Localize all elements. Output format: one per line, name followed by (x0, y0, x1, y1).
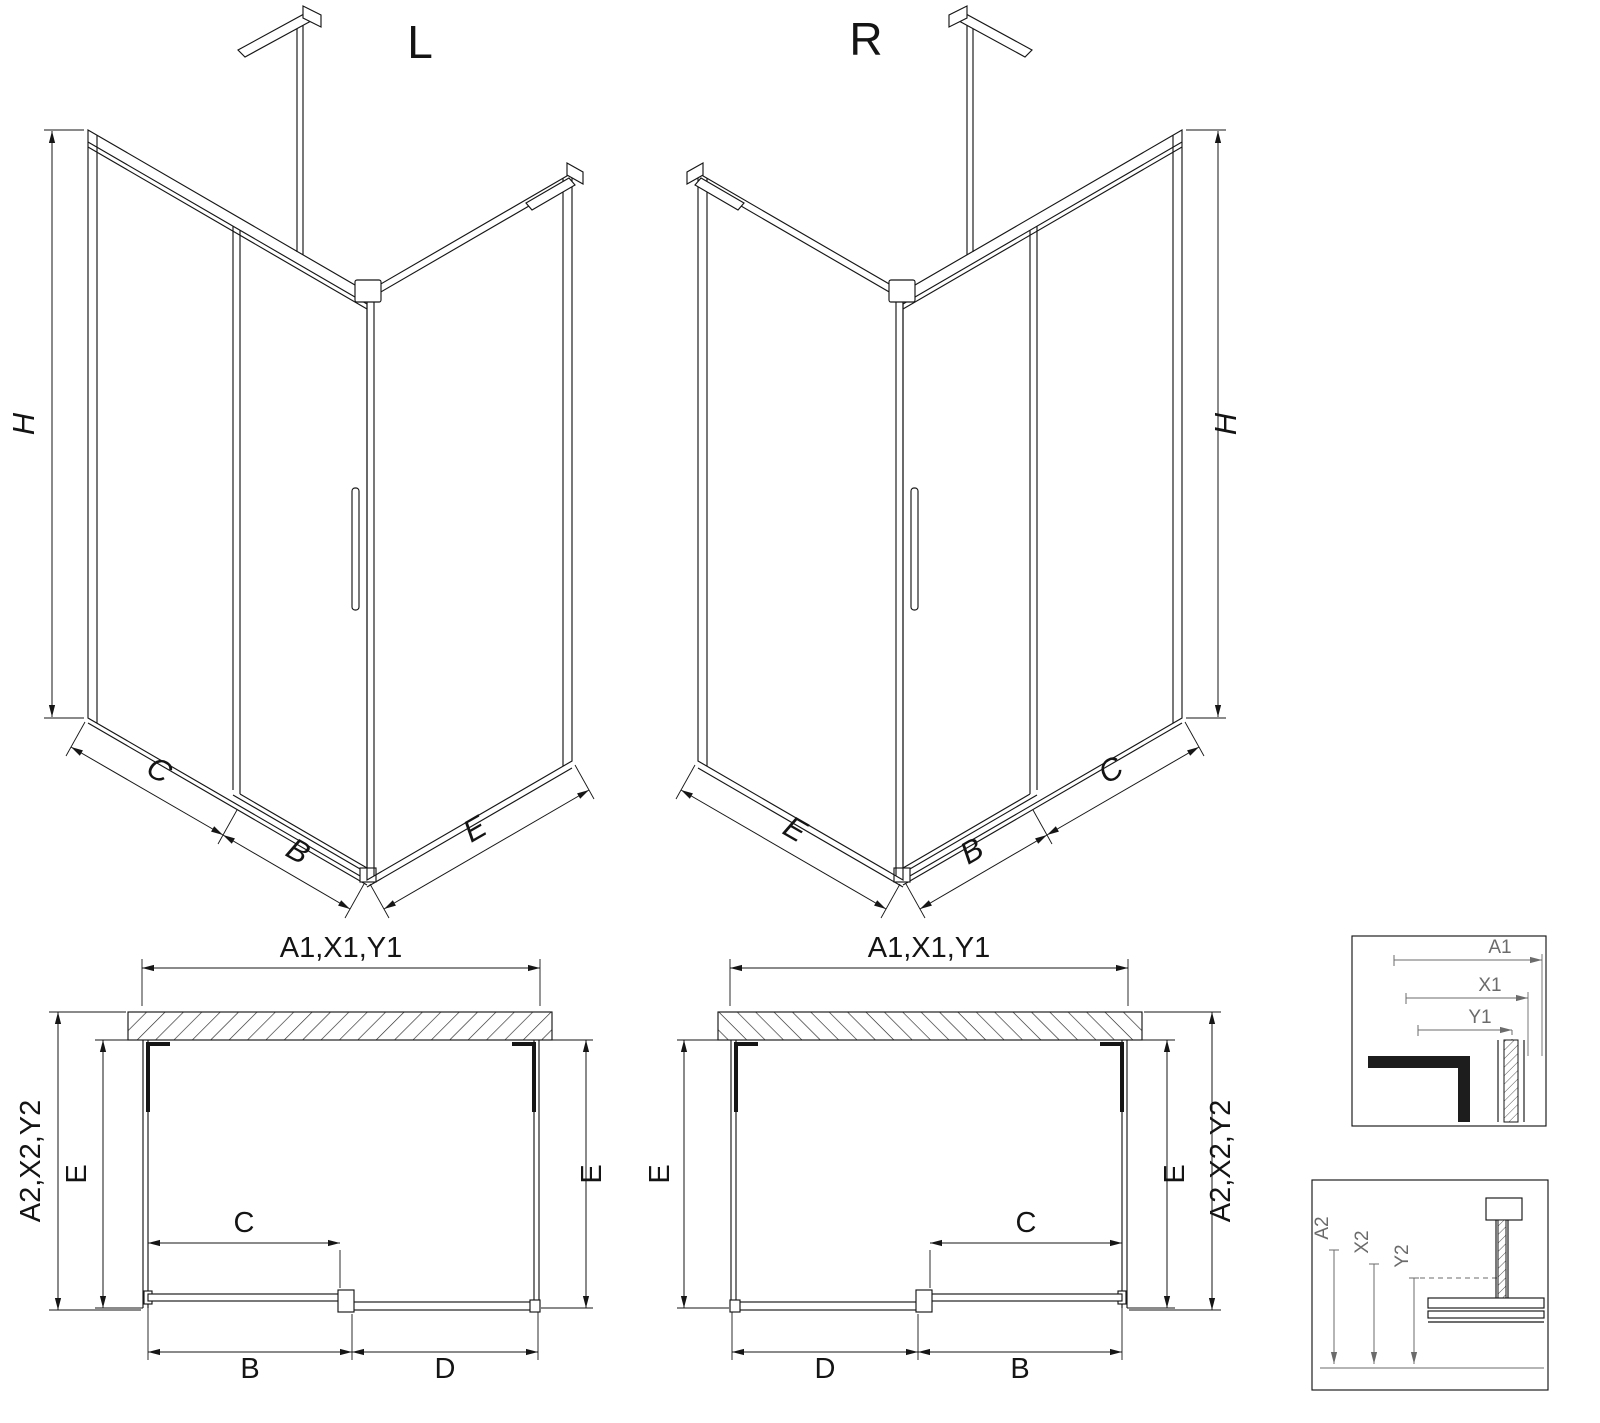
iso-right-dim-e-label: E (778, 809, 814, 850)
plan-right-b-label: B (1010, 1353, 1029, 1385)
plan-left-geometry (49, 959, 593, 1360)
detail-bottom-track-profile (1427, 1297, 1545, 1323)
plan-view-right: A1,X1,Y1 A2,X2,Y2 E E C B D (644, 932, 1237, 1385)
plan-right-depth-label: A2,X2,Y2 (1205, 1100, 1237, 1223)
detail-x2-label: X2 (1352, 1230, 1373, 1253)
plan-right-geometry (677, 959, 1221, 1360)
plan-right-e-right-label: E (1159, 1164, 1191, 1183)
plan-view-left: A1,X1,Y1 A2,X2,Y2 E E C B D (15, 932, 608, 1385)
detail-top-wall-profile (1368, 1056, 1470, 1122)
plan-left-d-label: D (435, 1353, 456, 1385)
iso-view-right: R H E B C (676, 6, 1243, 918)
detail-bottom-glass-section (1485, 1197, 1523, 1299)
iso-left-geometry (44, 6, 594, 918)
detail-x1-label: X1 (1478, 975, 1501, 996)
plan-right-e-left-label: E (644, 1164, 676, 1183)
plan-left-b-label: B (240, 1353, 259, 1385)
detail-a1-label: A1 (1488, 937, 1511, 958)
detail-y1-label: Y1 (1468, 1007, 1491, 1028)
detail-view-bottom-track: A2 X2 Y2 (1311, 1179, 1549, 1391)
iso-left-dim-h-label: H (6, 412, 41, 435)
iso-right-geometry (676, 6, 1226, 918)
plan-left-width-label: A1,X1,Y1 (280, 932, 403, 964)
iso-view-left: L H C B E (6, 6, 594, 918)
plan-left-c-label: C (234, 1207, 255, 1239)
iso-right-dim-c-label: C (1092, 749, 1129, 791)
plan-right-c-label: C (1016, 1207, 1037, 1239)
iso-left-dim-c-label: C (141, 749, 178, 791)
detail-view-top-profile: A1 X1 Y1 (1351, 935, 1547, 1127)
iso-left-title: L (407, 16, 433, 68)
plan-right-width-label: A1,X1,Y1 (868, 932, 991, 964)
detail-a2-label: A2 (1312, 1216, 1333, 1239)
plan-left-e-right-label: E (576, 1164, 608, 1183)
plan-left-depth-label: A2,X2,Y2 (15, 1100, 47, 1223)
plan-right-d-label: D (815, 1353, 836, 1385)
iso-left-dim-b-label: B (281, 831, 316, 872)
glass-clamp-bracket (1485, 1197, 1523, 1221)
iso-left-dim-e-label: E (457, 808, 493, 849)
detail-top-glass-section (1497, 1039, 1525, 1123)
detail-y2-label: Y2 (1392, 1244, 1413, 1267)
iso-right-dim-h-label: H (1208, 412, 1243, 435)
iso-right-dim-b-label: B (954, 831, 989, 872)
iso-right-title: R (849, 13, 882, 65)
plan-left-e-left-label: E (61, 1164, 93, 1183)
